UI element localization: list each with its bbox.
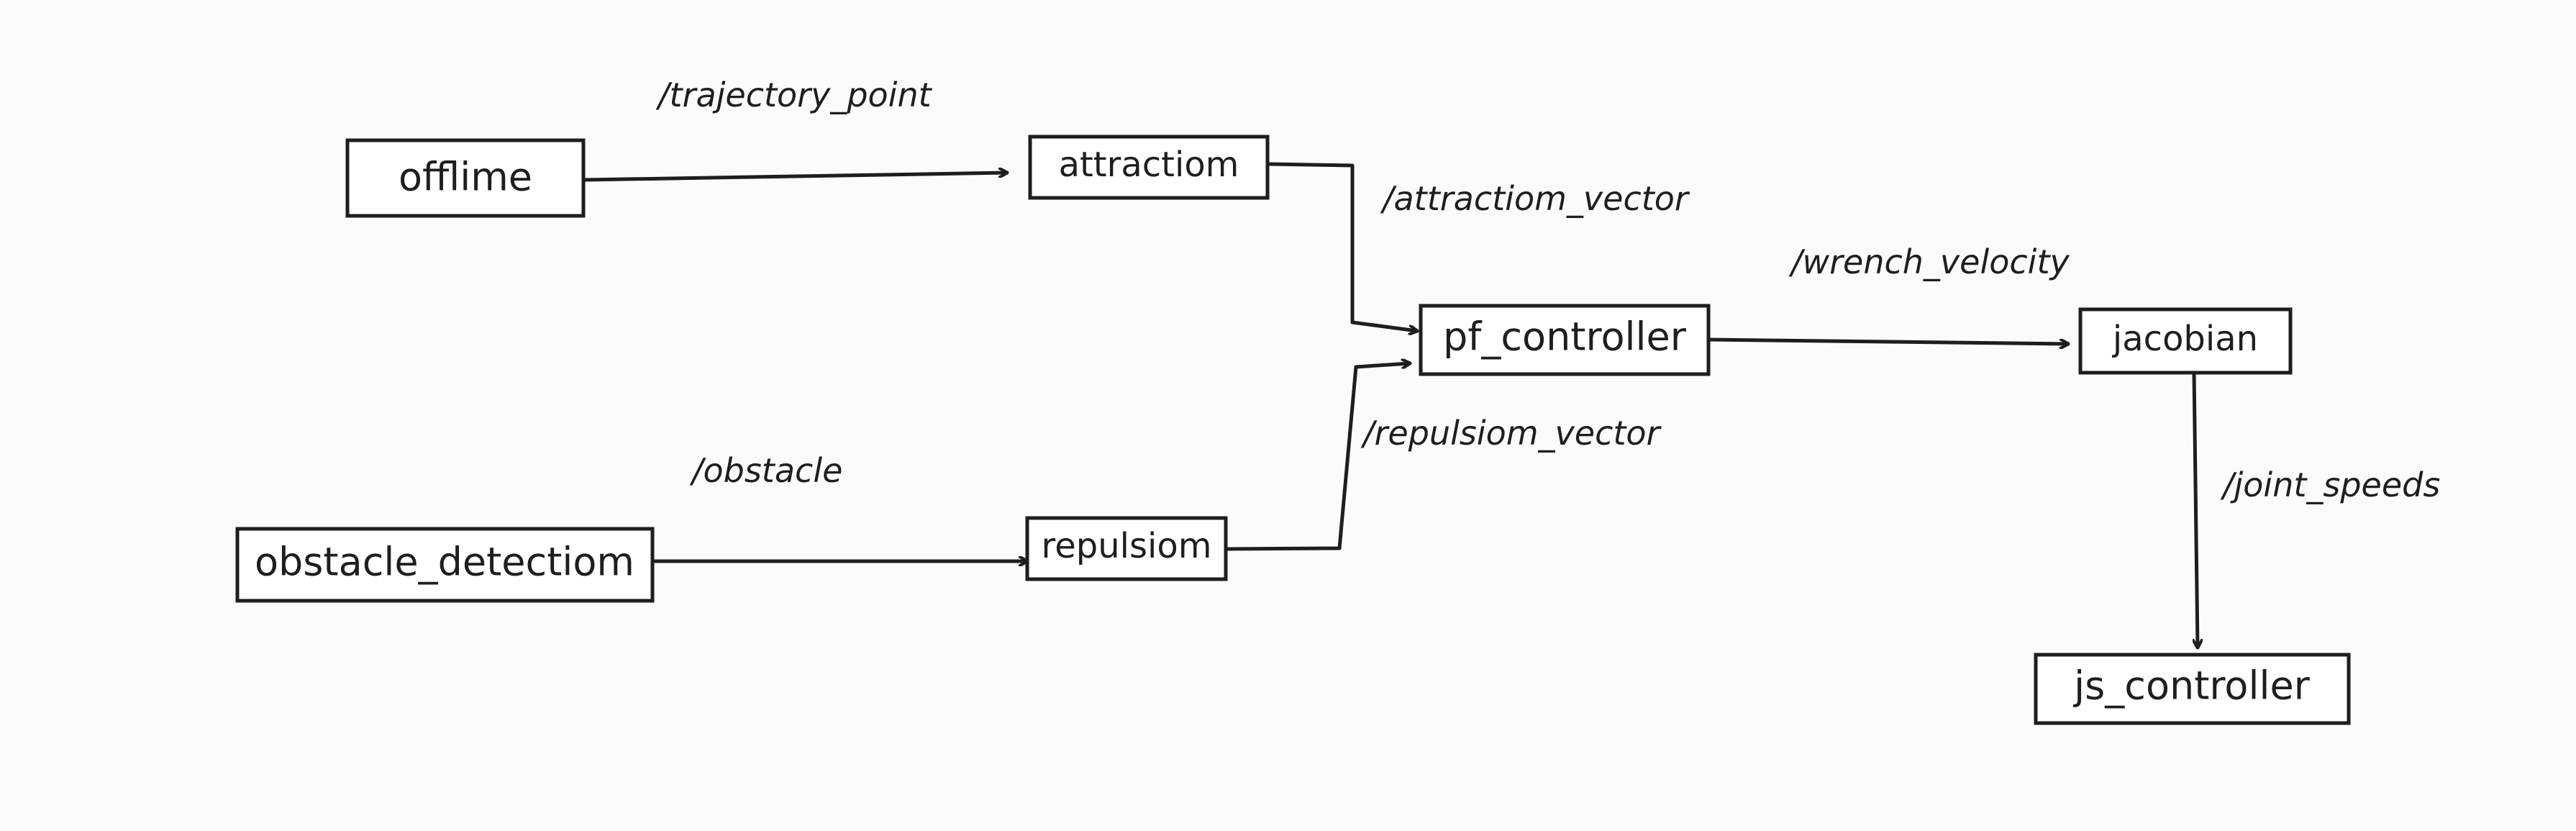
- node-obstacle-detection: obstacle_detectiom: [235, 527, 655, 603]
- node-attraction: attractiom: [1028, 135, 1270, 200]
- node-pf-controller: pf_controller: [1419, 304, 1711, 376]
- topic-label-repulsion-vector: /repulsiom_vector: [1360, 414, 1662, 453]
- node-label-obstacle-detection: obstacle_detectiom: [255, 540, 634, 585]
- topic-label-trajectory-point: /trajectory_point: [655, 76, 933, 114]
- topic-label-wrench-velocity: /wrench_velocity: [1788, 242, 2070, 281]
- topic-label-obstacle: /obstacle: [689, 451, 842, 490]
- edge-attraction-to-pf-controller: [1267, 162, 1417, 331]
- topic-label-joint-speeds: /joint_speeds: [2220, 466, 2440, 504]
- edge-offline-to-attraction: [582, 173, 1009, 182]
- edge-repulsion-to-pf-controller: [1224, 363, 1412, 551]
- node-offline: offlime: [345, 138, 586, 218]
- node-label-jacobian: jacobian: [2112, 319, 2258, 359]
- node-jacobian: jacobian: [2078, 307, 2293, 375]
- node-js-controller: js_controller: [2034, 653, 2351, 725]
- node-repulsion: repulsiom: [1025, 516, 1228, 581]
- node-label-pf-controller: pf_controller: [1443, 314, 1687, 360]
- node-label-repulsion: repulsiom: [1042, 526, 1212, 566]
- node-label-offline: offlime: [399, 155, 532, 200]
- edge-jacobian-to-js-controller: [2192, 371, 2198, 650]
- topic-label-attraction-vector: /attractiom_vector: [1380, 179, 1690, 218]
- edge-pf-controller-to-jacobian: [1706, 337, 2070, 344]
- node-label-js-controller: js_controller: [2073, 663, 2311, 709]
- node-label-attraction: attractiom: [1059, 145, 1239, 185]
